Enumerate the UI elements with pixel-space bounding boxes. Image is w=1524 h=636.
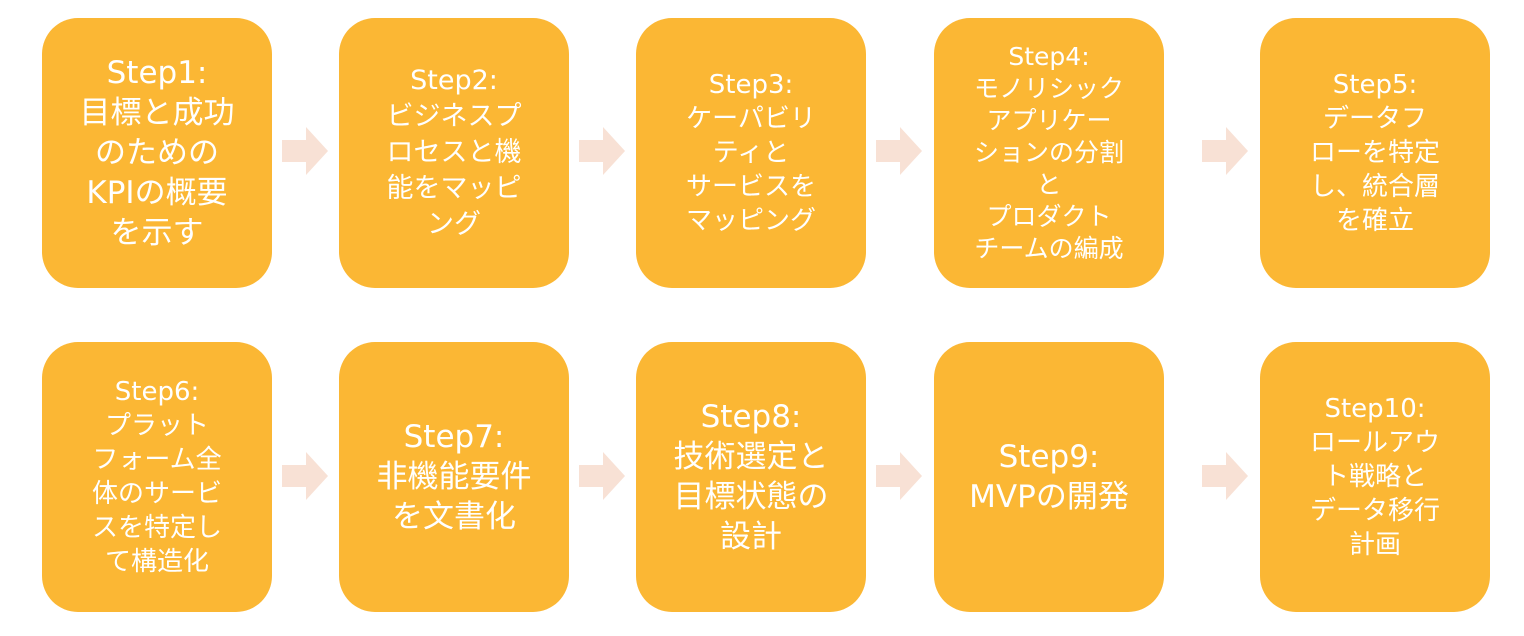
step-6-line: て構造化 — [104, 547, 209, 577]
step-2-line: ング — [427, 209, 481, 240]
step-2-line: ロセスと機 — [386, 137, 522, 168]
step-3-line: ティと — [712, 138, 790, 168]
step-8-line: 技術選定と — [673, 439, 829, 475]
step-5-line: を確立 — [1335, 206, 1414, 236]
step-6-box: Step6: プラット フォーム全 体のサービ スを特定し て構造化 — [42, 342, 272, 612]
arrow-right-icon — [1202, 452, 1248, 500]
step-4-box: Step4: モノリシック アプリケー ションの分割 と プロダクト チームの編… — [934, 18, 1164, 288]
step-2-line: ビジネスプ — [386, 101, 522, 132]
step-1-box: Step1: 目標と成功 のための KPIの概要 を示す — [42, 18, 272, 288]
step-1-title: Step1: — [106, 55, 208, 91]
step-6-line: フォーム全 — [92, 445, 222, 475]
step-4-line: ションの分割 — [973, 138, 1124, 167]
step-7-line: を文書化 — [392, 499, 516, 535]
step-1-line: KPIの概要 — [86, 175, 228, 211]
step-9-title: Step9: — [998, 439, 1100, 475]
arrow-right-icon — [282, 127, 328, 175]
step-2-box: Step2: ビジネスプ ロセスと機 能をマッピ ング — [339, 18, 569, 288]
step-10-line: ロールアウ — [1309, 428, 1440, 458]
step-10-line: データ移行 — [1309, 496, 1440, 526]
arrow-right-icon — [579, 127, 625, 175]
step-3-line: サービスを — [685, 172, 816, 202]
step-7-title: Step7: — [403, 419, 505, 455]
step-4-title: Step4: — [1008, 42, 1090, 71]
step-5-line: し、統合層 — [1309, 172, 1440, 202]
arrow-right-icon — [876, 127, 922, 175]
step-10-box: Step10: ロールアウ ト戦略と データ移行 計画 — [1260, 342, 1490, 612]
step-1-line: のための — [95, 135, 219, 171]
step-4-line: プロダクト — [986, 202, 1112, 231]
step-1-line: を示す — [110, 215, 204, 251]
step-4-line: チームの編成 — [974, 234, 1124, 263]
arrow-right-icon — [876, 452, 922, 500]
step-5-box: Step5: データフ ローを特定 し、統合層 を確立 — [1260, 18, 1490, 288]
step-3-line: マッピング — [685, 206, 816, 236]
step-3-title: Step3: — [708, 70, 794, 100]
step-4-line: と — [1036, 170, 1062, 199]
step-6-line: プラット — [104, 411, 209, 441]
step-3-line: ケーパビリ — [686, 104, 816, 134]
step-6-title: Step6: — [114, 377, 200, 407]
arrow-right-icon — [282, 452, 328, 500]
step-6-line: 体のサービ — [91, 479, 222, 509]
step-3-box: Step3: ケーパビリ ティと サービスを マッピング — [636, 18, 866, 288]
step-10-line: ト戦略と — [1322, 462, 1427, 492]
step-4-line: アプリケー — [986, 106, 1112, 135]
step-8-line: 設計 — [720, 519, 782, 555]
step-6-line: スを特定し — [91, 513, 222, 543]
step-5-line: データフ — [1322, 104, 1427, 134]
step-10-line: 計画 — [1348, 530, 1401, 560]
step-2-line: 能をマッピ — [386, 173, 522, 204]
step-10-title: Step10: — [1324, 394, 1426, 424]
step-7-line: 非機能要件 — [376, 459, 532, 495]
step-2-title: Step2: — [410, 65, 498, 96]
step-5-title: Step5: — [1332, 70, 1418, 100]
arrow-right-icon — [579, 452, 625, 500]
step-9-box: Step9: MVPの開発 — [934, 342, 1164, 612]
step-5-line: ローを特定 — [1309, 138, 1440, 168]
step-8-line: 目標状態の — [673, 479, 829, 515]
step-9-line: MVPの開発 — [969, 479, 1129, 515]
arrow-right-icon — [1202, 127, 1248, 175]
step-4-line: モノリシック — [973, 74, 1124, 103]
step-8-title: Step8: — [700, 399, 802, 435]
step-8-box: Step8: 技術選定と 目標状態の 設計 — [636, 342, 866, 612]
step-1-line: 目標と成功 — [79, 95, 235, 131]
step-7-box: Step7: 非機能要件 を文書化 — [339, 342, 569, 612]
